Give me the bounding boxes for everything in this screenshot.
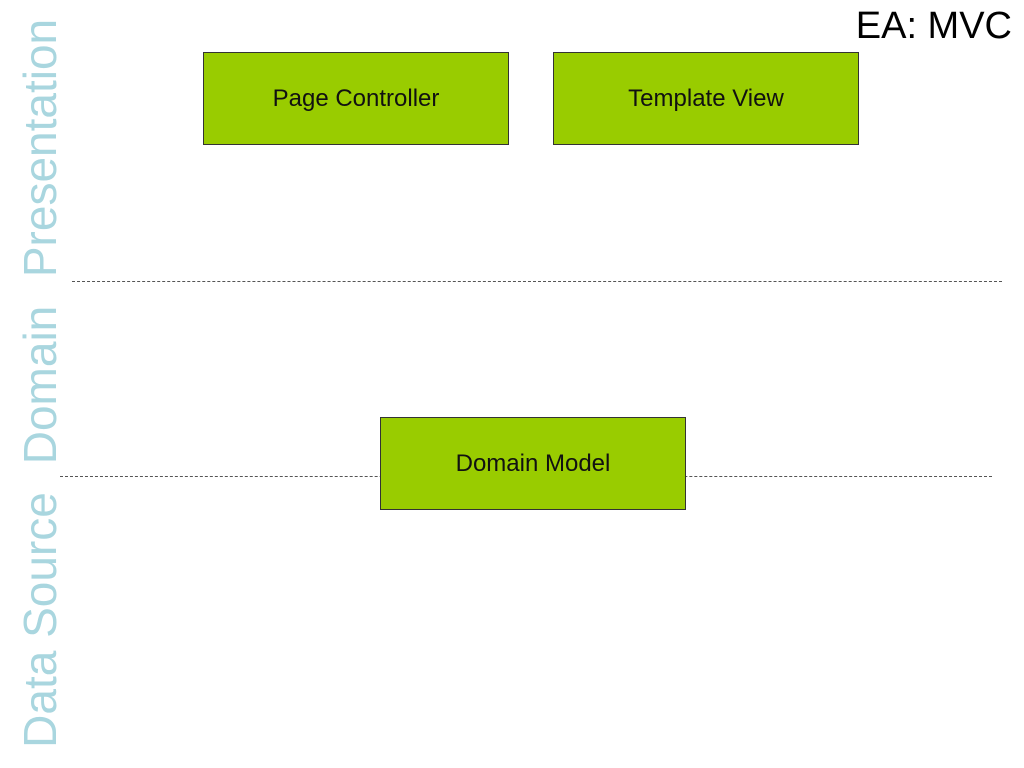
layer-label-domain: Domain: [14, 305, 66, 465]
layer-divider-presentation-domain: [72, 281, 1002, 282]
template-view-box: Template View: [553, 52, 859, 145]
slide-title: EA: MVC: [855, 5, 1012, 47]
page-controller-box: Page Controller: [203, 52, 509, 145]
domain-model-box: Domain Model: [380, 417, 686, 510]
layer-label-data-source: Data Source: [14, 492, 66, 748]
template-view-label: Template View: [628, 84, 784, 112]
layer-label-presentation: Presentation: [14, 18, 66, 278]
page-controller-label: Page Controller: [272, 84, 440, 112]
domain-model-label: Domain Model: [455, 449, 611, 477]
